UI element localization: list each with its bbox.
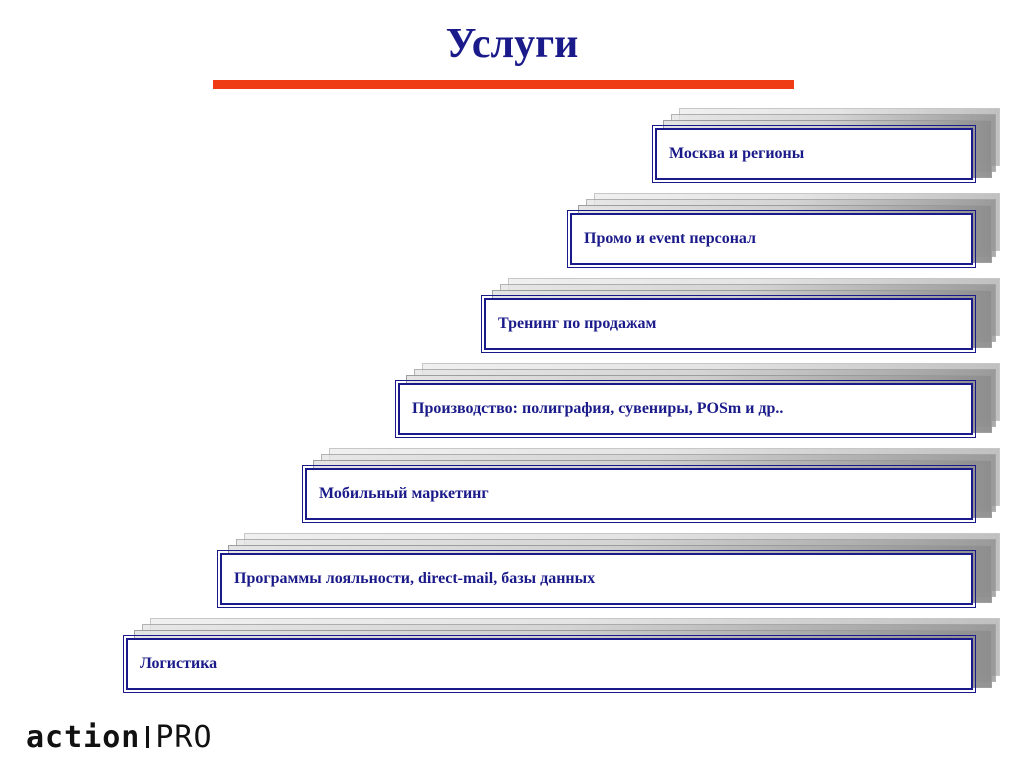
logo-wordmark: action [26,719,141,755]
service-label: Мобильный маркетинг [319,485,489,502]
service-label: Логистика [140,655,218,672]
service-box: Москва и регионы [652,125,976,183]
service-label: Производство: полиграфия, сувениры, POSm… [412,400,784,417]
service-label: Тренинг по продажам [498,315,657,332]
service-box: Программы лояльности, direct-mail, базы … [217,550,976,608]
service-step: Промо и event персонал [567,193,1000,269]
title-underline [213,80,794,89]
slide-title: Услуги [445,21,579,67]
service-box: Тренинг по продажам [481,295,976,353]
service-box: Производство: полиграфия, сувениры, POSm… [395,380,976,438]
logo-suffix: PRO [155,719,213,755]
service-step: Мобильный маркетинг [302,448,1000,524]
service-box: Промо и event персонал [567,210,976,268]
service-step: Тренинг по продажам [481,278,1000,354]
service-box: Мобильный маркетинг [302,465,976,523]
service-label: Программы лояльности, direct-mail, базы … [234,570,596,587]
actionpro-logo: action PRO [26,719,213,755]
service-step: Программы лояльности, direct-mail, базы … [217,533,1000,609]
service-step: Логистика [123,618,1000,694]
service-step: Москва и регионы [652,108,1000,184]
service-label: Промо и event персонал [584,230,757,247]
logo-separator [146,726,150,748]
service-box: Логистика [123,635,976,693]
service-step: Производство: полиграфия, сувениры, POSm… [395,363,1000,439]
service-label: Москва и регионы [669,145,805,162]
